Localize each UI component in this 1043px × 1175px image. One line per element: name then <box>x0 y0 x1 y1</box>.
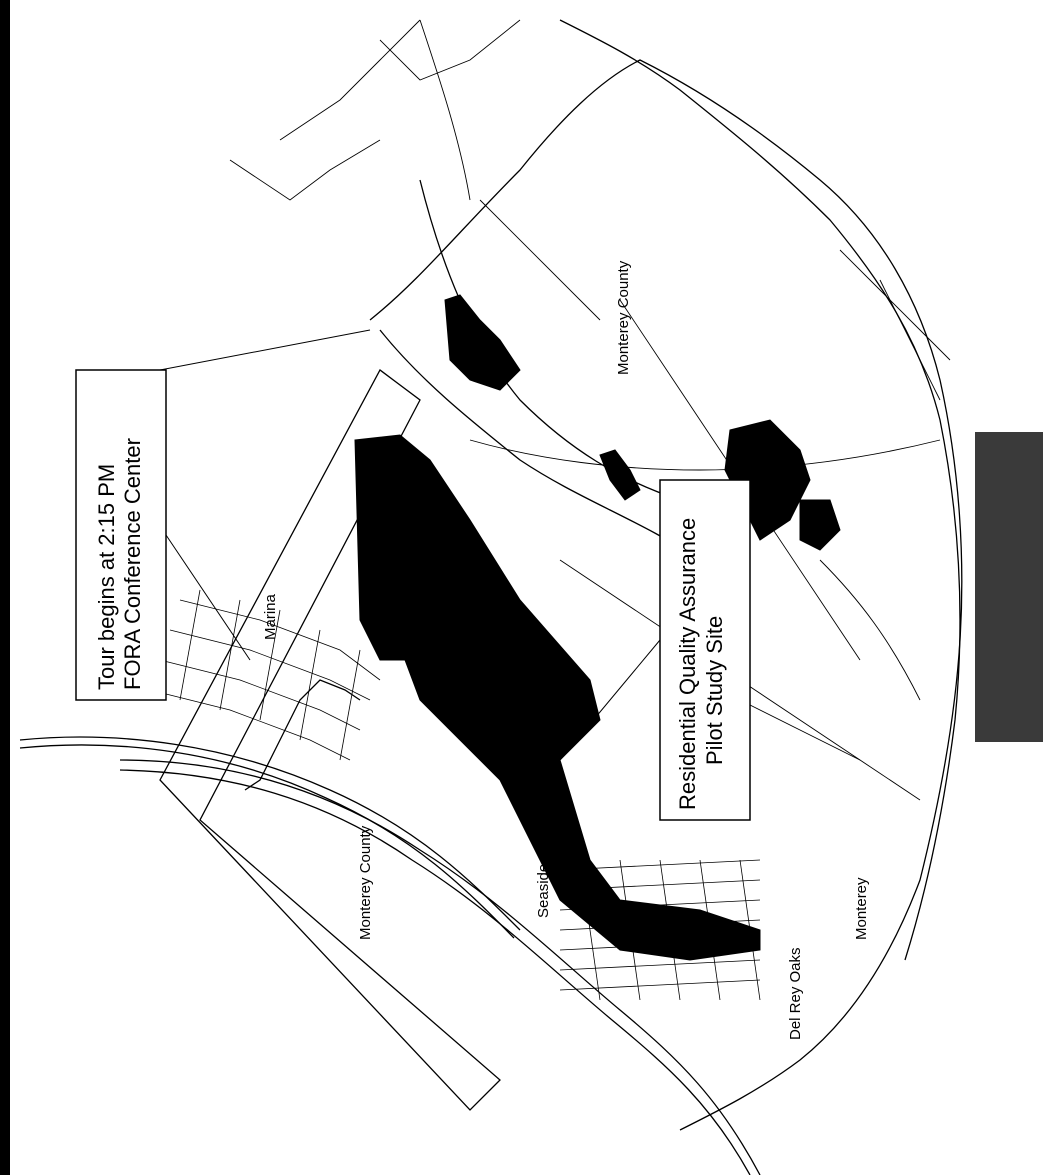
road-14 <box>839 249 951 361</box>
label-del-rey-oaks: Del Rey Oaks <box>787 947 804 1040</box>
parcel-north <box>444 294 521 391</box>
legend-panel <box>975 432 1043 742</box>
urban-grid-seaside <box>559 859 761 1001</box>
site-callout-line1: Residential Quality Assurance <box>675 518 700 810</box>
road-12 <box>819 559 921 701</box>
road-13 <box>879 279 941 401</box>
tour-callout: Tour begins at 2:15 PM FORA Conference C… <box>75 329 371 701</box>
coastline-inner <box>119 769 751 1175</box>
tour-callout-line1: Tour begins at 2:15 PM <box>94 464 119 690</box>
label-seaside: Seaside <box>535 864 552 918</box>
left-edge-border <box>0 0 10 1175</box>
road-7 <box>419 19 471 201</box>
tour-callout-line2: FORA Conference Center <box>120 438 145 690</box>
highway-1b <box>19 744 515 939</box>
road-10 <box>379 19 521 81</box>
coastline <box>119 759 761 1175</box>
label-monterey-county-east: Monterey County <box>615 260 632 375</box>
county-strip <box>159 369 501 1111</box>
site-callout-line2: Pilot Study Site <box>702 616 727 765</box>
label-monterey: Monterey <box>853 877 870 940</box>
road-2 <box>419 179 681 501</box>
road-6 <box>479 199 601 321</box>
road-3 <box>469 439 941 471</box>
site-callout: Residential Quality Assurance Pilot Stud… <box>559 479 751 821</box>
parcel-south <box>799 499 841 551</box>
road-9 <box>229 139 381 201</box>
highway-1 <box>19 736 521 931</box>
tour-route <box>244 679 361 791</box>
label-marina: Marina <box>262 593 279 640</box>
road-8 <box>279 19 421 141</box>
urban-grid-marina <box>149 589 381 761</box>
study-area-boundary <box>369 59 963 1131</box>
road-11 <box>739 699 861 761</box>
label-monterey-county-west: Monterey County <box>357 825 374 940</box>
road-1 <box>379 329 701 561</box>
